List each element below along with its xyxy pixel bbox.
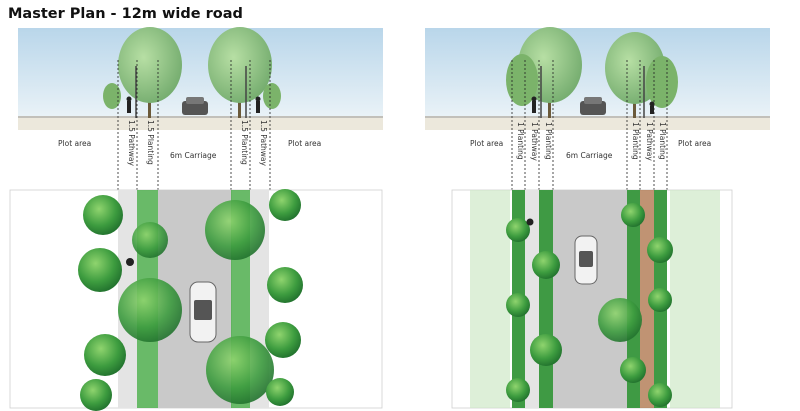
pedestrian-icon <box>255 96 261 113</box>
car-icon <box>189 281 217 343</box>
car-icon <box>574 235 598 285</box>
label-planting-1: 1 Planting <box>516 122 525 160</box>
label-planting-2: 1 Planting <box>544 122 553 160</box>
plot-landscape-right <box>670 190 720 408</box>
ground-band <box>18 116 383 130</box>
plot-landscape-left <box>470 190 510 408</box>
label-pathway-right: 1.5 Pathway <box>259 120 268 167</box>
tree-icon <box>103 83 281 109</box>
label-planting-3: 1 Planting <box>631 122 640 160</box>
left-plan <box>9 189 383 411</box>
label-pathway-right: 1 Pathway <box>645 122 654 161</box>
tree-canopy-icon <box>506 203 673 407</box>
right-plan <box>451 189 733 409</box>
car-icon <box>182 97 208 115</box>
ground-band <box>425 116 770 130</box>
pedestrian-icon <box>526 218 534 226</box>
label-carriage: 6m Carriage <box>566 151 613 160</box>
label-pathway: 1 Pathway <box>530 122 539 161</box>
pedestrian-icon <box>126 258 134 266</box>
car-icon <box>580 97 606 115</box>
left-elevation: Plot area 1.5 Pathway 1.5 Planting 6m Ca… <box>18 27 383 190</box>
tree-canopy-icon <box>78 189 303 411</box>
page-title: Master Plan - 12m wide road <box>8 6 243 22</box>
label-planting-4: 1 Planting <box>658 122 667 160</box>
planting-strip-3 <box>627 190 640 408</box>
tree-icon <box>118 27 182 118</box>
pedestrian-icon <box>649 101 655 114</box>
label-pathway-left: 1.5 Pathway <box>127 120 136 167</box>
label-plot-left: Plot area <box>470 139 503 148</box>
right-elevation: Plot area 1 Planting 1 Pathway 1 Plantin… <box>425 27 770 190</box>
tree-icon <box>506 27 582 118</box>
pedestrian-icon <box>126 96 132 113</box>
label-planting-right: 1.5 Planting <box>240 120 249 165</box>
pedestrian-icon <box>531 96 537 113</box>
label-plot-right: Plot area <box>288 139 321 148</box>
planting-strip-2 <box>539 190 553 408</box>
label-plot-right: Plot area <box>678 139 711 148</box>
label-carriage: 6m Carriage <box>170 151 217 160</box>
tree-icon <box>208 27 272 118</box>
label-plot-left: Plot area <box>58 139 91 148</box>
label-planting-left: 1.5 Planting <box>146 120 155 165</box>
